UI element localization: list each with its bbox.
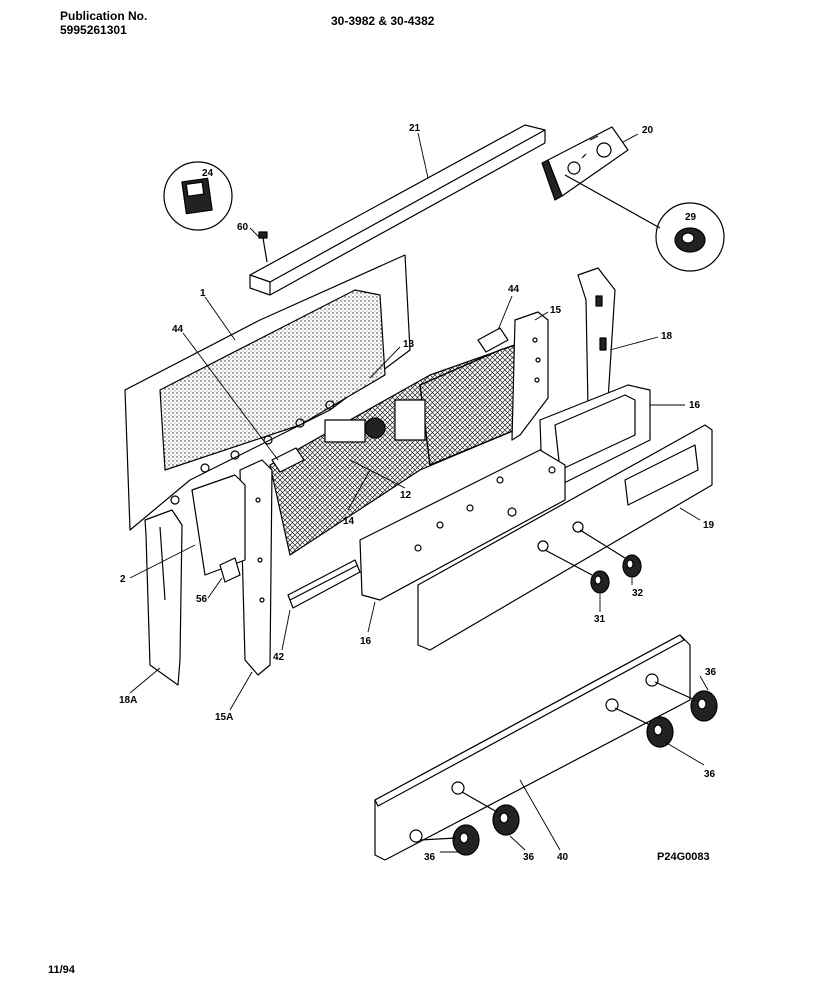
part-18-right-side-trim <box>577 267 616 409</box>
part-36-knob-d <box>419 824 480 856</box>
callout-21: 21 <box>409 123 421 134</box>
part-12-control-housing <box>269 344 516 556</box>
part-36-knob-b <box>614 707 674 748</box>
part-42-channel <box>287 559 361 609</box>
callout-40: 40 <box>557 852 569 863</box>
callout-24: 24 <box>202 168 214 179</box>
part-20-clock-bezel <box>541 126 629 201</box>
callout-19: 19 <box>703 520 715 531</box>
callout-36-right: 36 <box>704 769 716 780</box>
part-31-knob <box>544 549 610 594</box>
part-21-top-trim <box>249 124 546 296</box>
part-60-screw <box>258 231 268 263</box>
part-16-panel-frame-upper <box>539 384 651 486</box>
callout-15A: 15A <box>215 712 233 723</box>
callout-1: 1 <box>200 288 206 299</box>
part-44-bracket-left <box>271 447 305 473</box>
drawing-code: P24G0083 <box>657 851 710 863</box>
callout-36-left: 36 <box>424 852 436 863</box>
model-numbers: 30-3982 & 30-4382 <box>331 14 435 28</box>
publication-label: Publication No. <box>60 9 148 23</box>
part-15A-left-end-bracket <box>239 459 273 676</box>
callout-16-lower: 16 <box>360 636 372 647</box>
callout-36-middle: 36 <box>523 852 535 863</box>
callout-29: 29 <box>685 212 697 223</box>
part-40-lower-panel <box>374 634 691 861</box>
callout-20: 20 <box>642 125 654 136</box>
callout-56: 56 <box>196 594 208 605</box>
callout-18: 18 <box>661 331 673 342</box>
part-36-knob-c <box>461 791 520 836</box>
publication-number: 5995261301 <box>60 23 127 37</box>
part-2-side-bracket <box>191 474 246 576</box>
callout-12: 12 <box>400 490 412 501</box>
part-24-switch-inset <box>163 161 233 231</box>
part-29-knob-inset <box>564 174 725 272</box>
callout-13: 13 <box>403 339 415 350</box>
part-44-bracket-right <box>477 327 509 353</box>
part-19-front-overlay <box>417 424 713 651</box>
part-18A-left-side-trim <box>144 509 183 686</box>
callout-18A: 18A <box>119 695 137 706</box>
part-1-back-panel <box>124 254 411 531</box>
part-16-control-panel <box>359 449 566 601</box>
callout-31: 31 <box>594 614 606 625</box>
part-36-knob-a <box>654 681 718 722</box>
part-32-knob <box>579 529 642 578</box>
callout-44-left: 44 <box>172 324 184 335</box>
callout-labels: 21 20 24 60 29 1 44 44 13 15 18 16 12 14… <box>119 123 717 863</box>
callout-42: 42 <box>273 652 285 663</box>
callout-32: 32 <box>632 588 644 599</box>
callout-36-top: 36 <box>705 667 717 678</box>
part-15-right-end-bracket <box>511 311 549 441</box>
callout-44-right: 44 <box>508 284 520 295</box>
part-56-clip <box>219 557 241 583</box>
footer-date: 11/94 <box>48 964 75 976</box>
leader-lines <box>129 132 709 853</box>
callout-2: 2 <box>120 574 126 585</box>
callout-16-upper: 16 <box>689 400 701 411</box>
callout-14: 14 <box>343 516 355 527</box>
callout-60: 60 <box>237 222 249 233</box>
callout-15: 15 <box>550 305 562 316</box>
